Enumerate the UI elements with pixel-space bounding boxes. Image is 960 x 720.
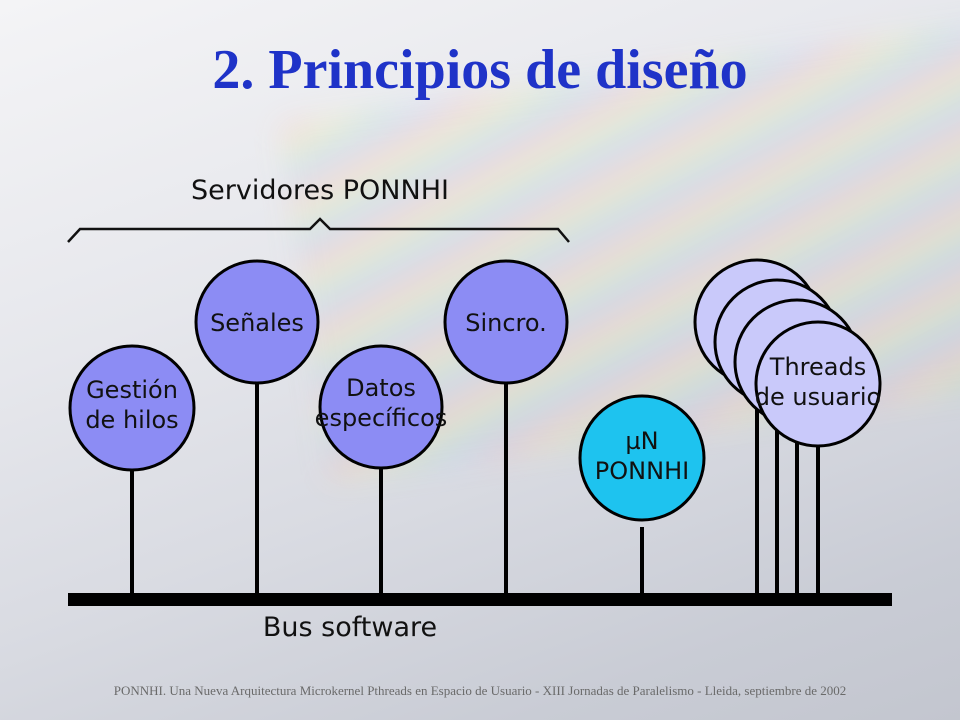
node-label: Datos	[346, 374, 416, 402]
node-label: Threads	[769, 353, 866, 381]
group-brace	[67, 217, 570, 243]
node-label: PONNHI	[595, 457, 689, 485]
bus-connectors	[130, 380, 820, 593]
footer-citation: PONNHI. Una Nueva Arquitectura Microkern…	[113, 683, 847, 698]
node-sincro	[443, 259, 569, 385]
node-label: Señales	[210, 309, 304, 337]
software-bus	[68, 593, 892, 606]
node-label: de usuario	[755, 383, 881, 411]
group-label: Servidores PONNHI	[191, 175, 449, 206]
node-label: de hilos	[85, 406, 178, 434]
thread-stack	[693, 258, 882, 448]
thread-circle-4	[754, 320, 882, 448]
node-gestion-hilos	[68, 344, 196, 472]
node-label: específicos	[315, 404, 448, 432]
node-label: Sincro.	[465, 309, 547, 337]
node-datos-especificos	[318, 344, 444, 470]
page-title: 2. Principios de diseño	[212, 39, 748, 101]
node-senales	[194, 259, 320, 385]
bus-label: Bus software	[263, 612, 437, 643]
node-micronucleo	[578, 394, 706, 522]
node-label: Gestión	[86, 376, 178, 404]
node-label: µN	[625, 427, 658, 455]
